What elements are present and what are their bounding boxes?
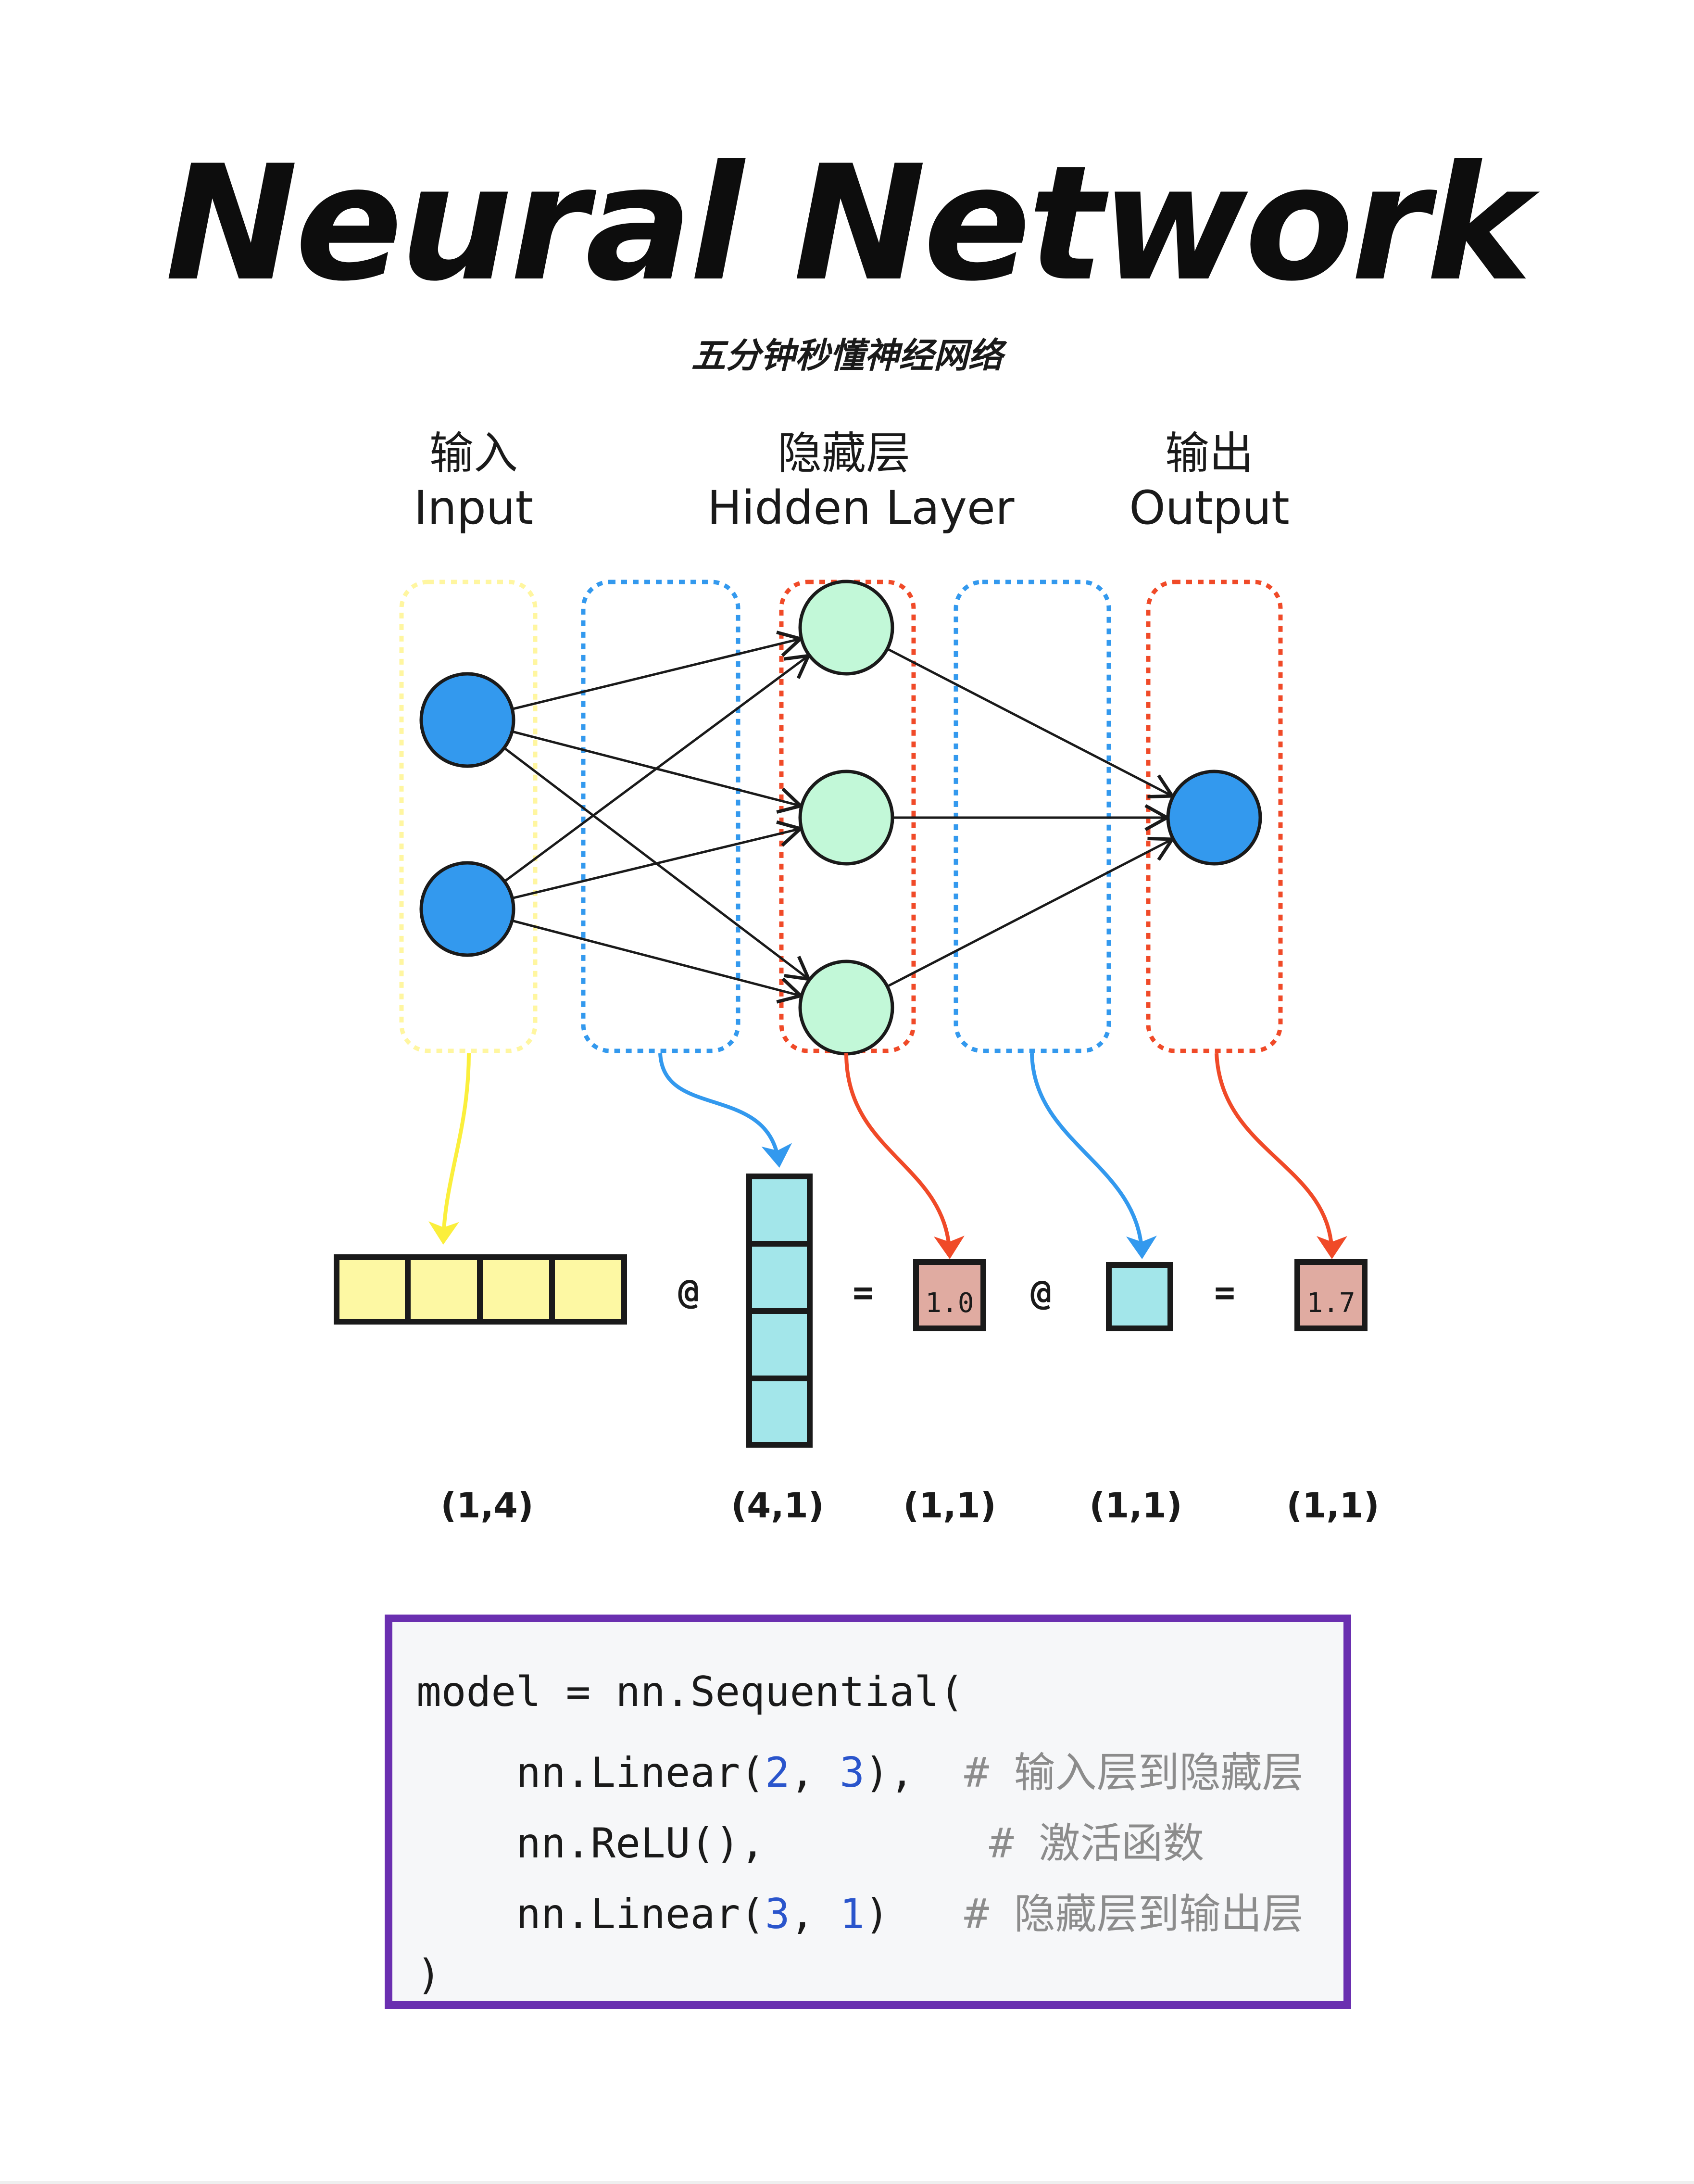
code-number: 1 bbox=[840, 1890, 865, 1938]
shape-label-weights-1: (4,1) bbox=[731, 1485, 824, 1526]
input-cell bbox=[405, 1254, 483, 1325]
weight-column-vector bbox=[746, 1174, 813, 1448]
weight2-cell bbox=[1106, 1262, 1173, 1331]
hidden-result-value: 1.0 bbox=[925, 1288, 974, 1319]
weight-cell bbox=[746, 1376, 813, 1448]
shape-label-hidden: (1,1) bbox=[903, 1485, 996, 1526]
connector-hidden-to-result bbox=[844, 1053, 965, 1259]
matmul-operator: @ bbox=[678, 1271, 699, 1312]
code-comment: # 激活函数 bbox=[989, 1819, 1205, 1868]
connection-edge bbox=[512, 631, 804, 710]
code-text: ) bbox=[416, 1951, 441, 1999]
code-number: 2 bbox=[765, 1749, 790, 1797]
connection-edge bbox=[503, 654, 812, 883]
input-cell bbox=[549, 1254, 627, 1325]
code-text: nn.ReLU(), bbox=[416, 1819, 989, 1868]
connection-edge bbox=[887, 836, 1176, 988]
connection-edge bbox=[512, 919, 804, 1004]
connector-w2-to-cell bbox=[1030, 1053, 1157, 1259]
input-node bbox=[419, 672, 515, 768]
input-row-vector bbox=[334, 1254, 627, 1325]
code-text: nn.Linear( bbox=[416, 1890, 765, 1938]
connection-edge bbox=[512, 820, 804, 899]
connector-output-to-result bbox=[1215, 1053, 1347, 1259]
weight-cell bbox=[746, 1241, 813, 1314]
matmul-operator: @ bbox=[1030, 1272, 1051, 1313]
hidden-node bbox=[798, 959, 894, 1056]
weight-cell bbox=[746, 1308, 813, 1381]
input-cell bbox=[477, 1254, 555, 1325]
code-number: 3 bbox=[840, 1749, 865, 1797]
layer-label-hidden-en: Hidden Layer bbox=[707, 481, 1015, 535]
weight-cell bbox=[746, 1174, 813, 1247]
code-line: nn.ReLU(), # 激活函数 bbox=[416, 1809, 1204, 1869]
shape-label-output: (1,1) bbox=[1286, 1485, 1380, 1526]
input-layer-box bbox=[399, 580, 538, 1053]
connector-input-to-row bbox=[428, 1053, 471, 1245]
code-text: ) bbox=[865, 1890, 965, 1938]
code-number: 3 bbox=[765, 1890, 790, 1938]
page-title: Neural Network bbox=[165, 131, 1532, 316]
connector-w1-to-column bbox=[658, 1053, 792, 1168]
code-text: model = nn.Sequential( bbox=[416, 1668, 965, 1716]
equals-operator: = bbox=[853, 1272, 873, 1313]
layer-label-hidden-zh: 隐藏层 bbox=[777, 428, 910, 479]
code-block: model = nn.Sequential( nn.Linear(2, 3), … bbox=[385, 1615, 1351, 2009]
equals-operator: = bbox=[1214, 1272, 1235, 1313]
layer-label-output-zh: 输出 bbox=[1165, 428, 1254, 479]
code-line: nn.Linear(2, 3), # 输入层到隐藏层 bbox=[416, 1739, 1304, 1799]
weights-1-box bbox=[581, 580, 740, 1053]
connection-edge bbox=[887, 647, 1176, 799]
output-result-value: 1.7 bbox=[1306, 1288, 1355, 1319]
code-text: nn.Linear( bbox=[416, 1749, 765, 1797]
layer-label-output-en: Output bbox=[1129, 481, 1290, 535]
code-text: , bbox=[790, 1749, 840, 1797]
code-text: ), bbox=[865, 1749, 965, 1797]
output-layer-box bbox=[1146, 580, 1283, 1053]
hidden-node bbox=[798, 770, 894, 866]
layer-label-input-en: Input bbox=[414, 481, 534, 535]
code-comment: # 输入层到隐藏层 bbox=[964, 1749, 1304, 1797]
code-text: , bbox=[790, 1890, 840, 1938]
code-comment: # 隐藏层到输出层 bbox=[964, 1890, 1304, 1938]
layer-label-input-zh: 输入 bbox=[429, 428, 518, 479]
code-line: nn.Linear(3, 1) # 隐藏层到输出层 bbox=[416, 1880, 1304, 1940]
shape-label-input: (1,4) bbox=[440, 1485, 534, 1526]
output-result-cell bbox=[1294, 1259, 1368, 1331]
page-subtitle: 五分钟秒懂神经网络 bbox=[691, 335, 1003, 376]
input-cell bbox=[334, 1254, 411, 1325]
code-line: ) bbox=[416, 1951, 441, 1999]
output-node bbox=[1166, 770, 1262, 866]
bottom-edge bbox=[0, 2181, 1694, 2184]
shape-label-weights-2: (1,1) bbox=[1089, 1485, 1182, 1526]
input-node bbox=[419, 861, 515, 957]
hidden-node bbox=[798, 580, 894, 676]
code-line: model = nn.Sequential( bbox=[416, 1668, 964, 1716]
hidden-result-cell bbox=[913, 1259, 986, 1331]
